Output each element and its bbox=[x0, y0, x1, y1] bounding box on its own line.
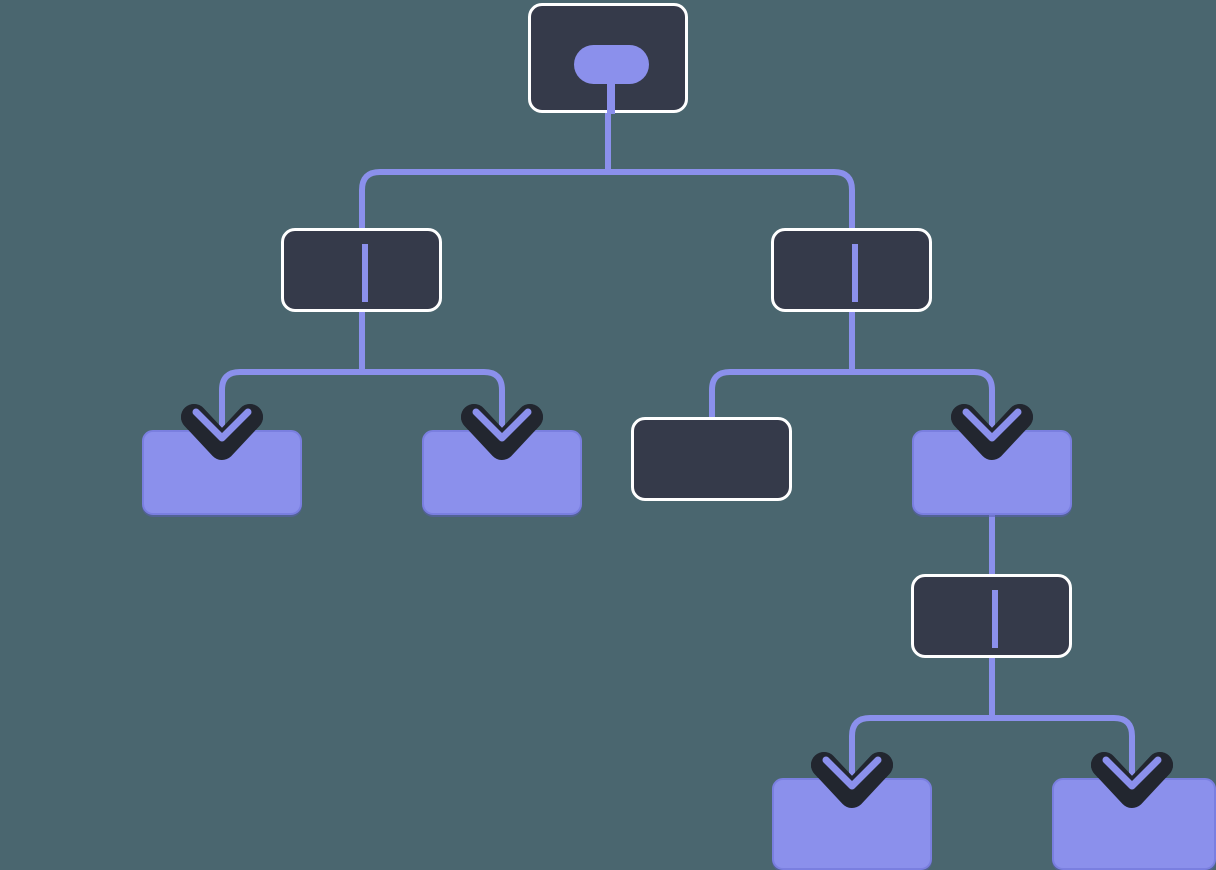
pin-glyph bbox=[574, 45, 649, 114]
node-l3d[interactable] bbox=[912, 430, 1072, 515]
node-l3a[interactable] bbox=[142, 430, 302, 515]
node-l2a[interactable] bbox=[281, 228, 442, 312]
edge-l4a-to-l5a bbox=[849, 660, 995, 780]
through-line-l2b bbox=[852, 244, 858, 302]
node-l5b[interactable] bbox=[1052, 778, 1216, 870]
edge-l2b-to-l3c bbox=[709, 336, 855, 420]
edge-l2a-to-l3b bbox=[362, 369, 505, 432]
node-l3c[interactable] bbox=[631, 417, 792, 501]
edge-l4a-to-l5b bbox=[992, 715, 1135, 780]
edge-l2b-to-l3d bbox=[852, 369, 995, 432]
through-line-l2a bbox=[362, 244, 368, 302]
node-l3b[interactable] bbox=[422, 430, 582, 515]
node-l5a[interactable] bbox=[772, 778, 932, 870]
through-line-l4a bbox=[992, 590, 998, 648]
edge-l2a-to-l3a bbox=[219, 336, 365, 432]
node-l2b[interactable] bbox=[771, 228, 932, 312]
node-l4a[interactable] bbox=[911, 574, 1072, 658]
node-root[interactable] bbox=[528, 3, 688, 114]
